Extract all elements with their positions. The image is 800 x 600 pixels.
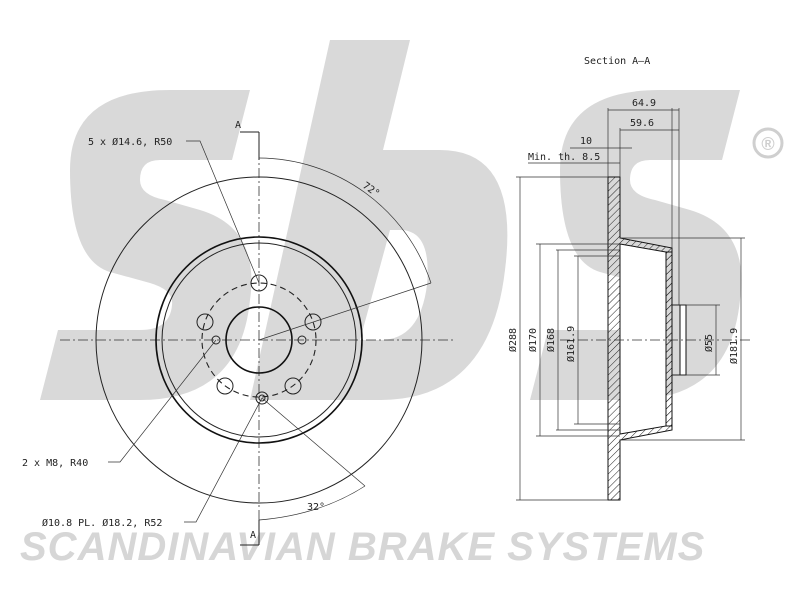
dia-168-label: Ø168 bbox=[545, 328, 557, 352]
outer-disc-edge bbox=[95, 176, 423, 504]
bolt-hole bbox=[196, 313, 214, 331]
angle-arc-32 bbox=[258, 485, 366, 521]
section-mark-top: A bbox=[235, 120, 241, 131]
dia-288-label: Ø288 bbox=[507, 328, 519, 352]
bolt-hole bbox=[250, 274, 268, 292]
pilot-hole bbox=[255, 391, 269, 405]
dim-59-6: 59.6 bbox=[630, 118, 654, 129]
min-thickness-label: Min. th. 8.5 bbox=[528, 152, 600, 163]
registered-mark-icon: ® bbox=[752, 127, 784, 159]
angle-label-32: 32° bbox=[307, 502, 325, 513]
hat-outer-ring bbox=[155, 236, 363, 444]
bolt-circle bbox=[201, 282, 317, 398]
leader-holes bbox=[186, 140, 260, 284]
hat-cavity bbox=[619, 243, 667, 435]
leader-pilot bbox=[184, 397, 263, 523]
front-view: A A 72° 32° 5 x Ø14.6, R50 2 x M8, R40 Ø… bbox=[22, 120, 455, 546]
section-title: Section A–A bbox=[584, 56, 650, 67]
hat-inner-ring bbox=[161, 242, 357, 438]
dia-181-9-label: Ø181.9 bbox=[728, 328, 740, 364]
dia-161-9-label: Ø161.9 bbox=[565, 326, 577, 362]
registered-mark: ® bbox=[761, 134, 774, 154]
section-view: Section A–A 64.9 59.6 10 Min. th. 8.5 Ø2… bbox=[507, 56, 750, 501]
pilot-spec-label: Ø10.8 PL. Ø18.2, R52 bbox=[42, 517, 162, 529]
dim-10: 10 bbox=[580, 136, 592, 147]
brand-watermark-text: SCANDINAVIAN BRAKE SYSTEMS bbox=[20, 525, 705, 569]
bolt-hole bbox=[284, 377, 302, 395]
center-bore bbox=[225, 306, 293, 374]
threads-spec-label: 2 x M8, R40 bbox=[22, 458, 88, 469]
dia-55-label: Ø55 bbox=[703, 334, 715, 352]
section-mark-bottom: A bbox=[250, 530, 256, 541]
bolt-hole bbox=[216, 377, 234, 395]
bolt-hole bbox=[304, 313, 322, 331]
threaded-hole bbox=[297, 335, 307, 345]
threaded-hole bbox=[211, 335, 221, 345]
pilot-hole-inner bbox=[258, 394, 266, 402]
holes-spec-label: 5 x Ø14.6, R50 bbox=[88, 136, 172, 148]
bolt-holes bbox=[196, 274, 322, 395]
dia-170-label: Ø170 bbox=[527, 328, 539, 352]
leader-threads bbox=[108, 339, 217, 463]
angle-arc-72 bbox=[258, 157, 432, 284]
dim-64-9: 64.9 bbox=[632, 98, 656, 109]
angle-ray-32 bbox=[261, 397, 366, 487]
hat-mount-face bbox=[665, 251, 673, 427]
angle-ray-72 bbox=[258, 282, 432, 341]
